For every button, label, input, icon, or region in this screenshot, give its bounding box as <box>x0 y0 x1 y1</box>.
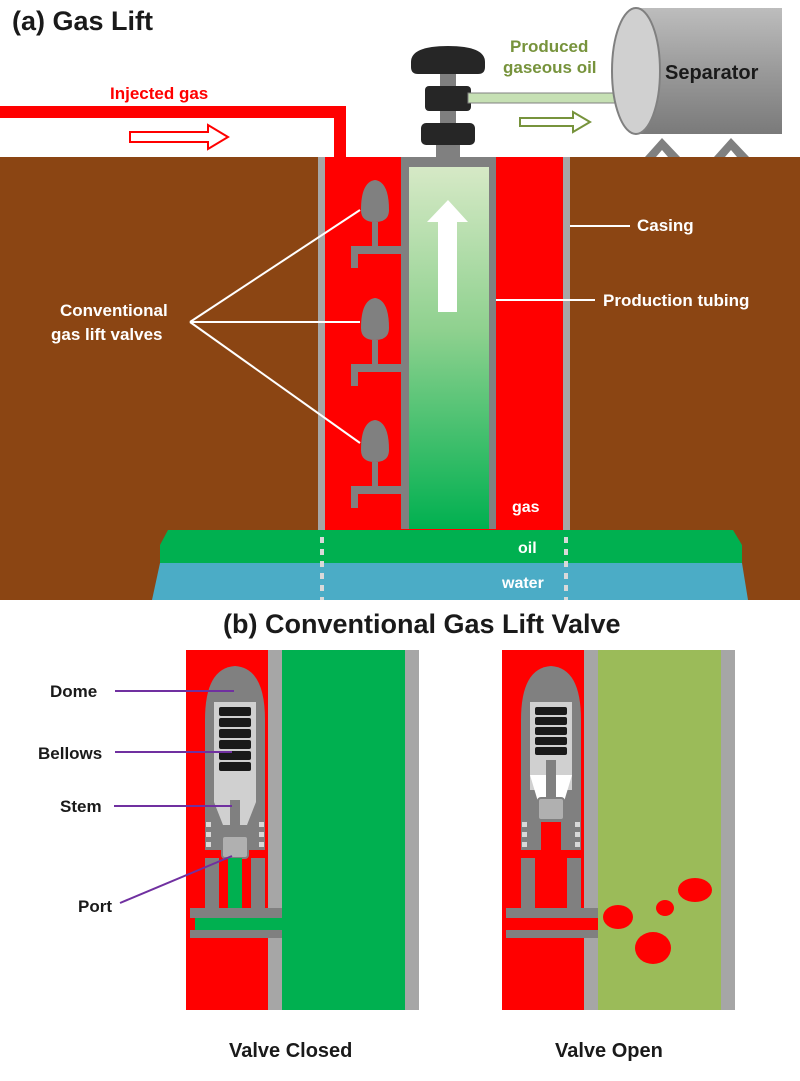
valve-open-diagram <box>502 650 735 1010</box>
panel-b-title: (b) Conventional Gas Lift Valve <box>223 609 621 639</box>
bellows-label: Bellows <box>38 744 102 763</box>
closed-tubing-wall-left <box>268 650 282 1010</box>
gas-label: gas <box>512 499 540 516</box>
produced-oil-pipe <box>467 92 624 104</box>
injected-gas-label: Injected gas <box>110 84 208 103</box>
dome-label: Dome <box>50 682 97 701</box>
wellhead-cap <box>411 46 485 74</box>
water-layer <box>152 563 748 600</box>
valve-closed-diagram <box>186 650 419 1010</box>
panel-a-label-lines <box>189 209 630 444</box>
closed-ball <box>221 835 249 859</box>
closed-bellows <box>219 707 251 771</box>
separator-label: Separator <box>665 62 759 84</box>
valve-1 <box>351 180 401 268</box>
casing-label: Casing <box>637 216 694 235</box>
open-mandrel-channel <box>511 918 598 930</box>
closed-mandrel-channel <box>195 918 282 930</box>
closed-mandrel-top <box>190 908 282 918</box>
valves-label-line2: gas lift valves <box>51 325 163 344</box>
closed-tubing-oil <box>282 650 405 1010</box>
panel-a-title: (a) Gas Lift <box>12 6 153 36</box>
closed-port-block-left <box>205 858 219 910</box>
open-ball <box>537 797 565 821</box>
open-gas-path <box>541 822 561 858</box>
produced-oil-arrow <box>519 110 592 134</box>
wellhead-flange-upper <box>425 86 471 111</box>
closed-stem <box>230 800 240 838</box>
open-stem <box>546 760 556 800</box>
injected-gas-arrow <box>129 123 230 151</box>
water-label: water <box>501 575 544 592</box>
gas-lift-valves <box>351 180 401 508</box>
closed-mandrel-bottom <box>190 930 282 938</box>
injected-gas-pipe <box>0 106 346 160</box>
open-port-block-left <box>521 858 535 910</box>
open-tubing-wall-right <box>721 650 735 1010</box>
valve-open-label: Valve Open <box>555 1040 663 1062</box>
separator-leg-left <box>645 138 680 157</box>
casing-wall-left <box>318 157 325 534</box>
produced-label-line1: Produced <box>510 37 588 56</box>
valve-3 <box>351 420 401 508</box>
casing-perforations <box>320 537 568 600</box>
closed-port-block-right <box>251 858 265 910</box>
open-tubing-wall-left <box>584 650 598 1010</box>
wellhead-flange-lower <box>421 123 475 145</box>
open-port-channel <box>544 858 558 910</box>
flow-up-arrow <box>427 200 468 312</box>
open-mandrel-top <box>506 908 598 918</box>
gas-bubbles <box>603 878 712 964</box>
valve-closed-label: Valve Closed <box>229 1040 352 1062</box>
open-port-block-right <box>567 858 581 910</box>
production-tubing-label: Production tubing <box>603 291 749 310</box>
closed-tubing-wall-right <box>405 650 419 1010</box>
closed-port-channel <box>228 858 242 910</box>
stem-label: Stem <box>60 797 102 816</box>
separator-body <box>636 8 782 134</box>
casing-wall-right <box>563 157 570 534</box>
separator-leg-right <box>714 138 749 157</box>
oil-label: oil <box>518 540 537 557</box>
panel-b-label-lines <box>114 690 234 904</box>
port-label: Port <box>78 897 112 916</box>
closed-ports-dots <box>206 822 264 847</box>
open-ports-dots <box>522 822 580 847</box>
open-mandrel-bottom <box>506 930 598 938</box>
produced-label-line2: gaseous oil <box>503 58 597 77</box>
separator-end-cap <box>611 7 661 135</box>
valve-2 <box>351 298 401 386</box>
open-bellows <box>535 707 567 755</box>
oil-layer <box>160 530 742 563</box>
valves-label-line1: Conventional <box>60 301 168 320</box>
